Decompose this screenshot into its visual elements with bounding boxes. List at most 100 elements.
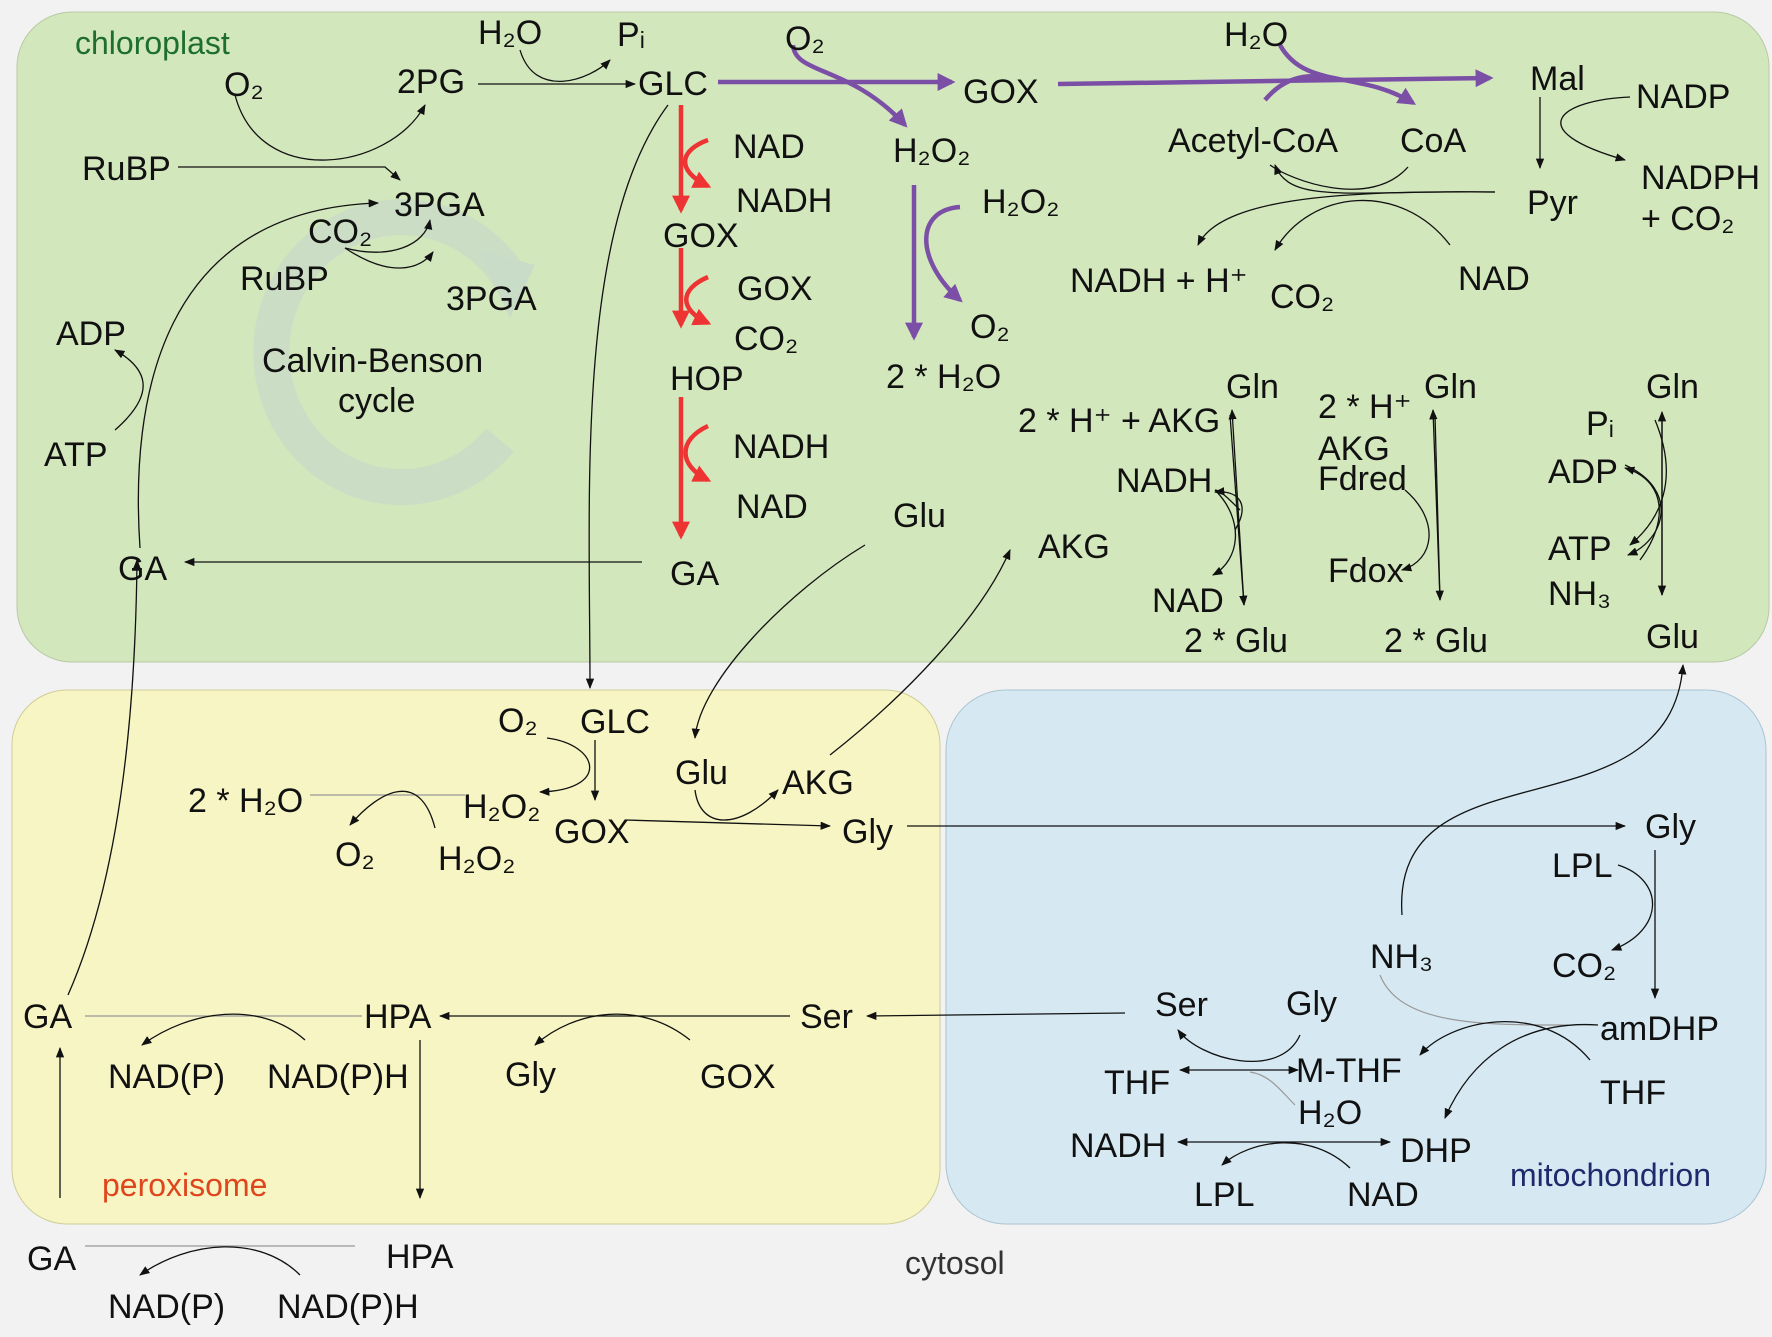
arrow-gox-gly-px (624, 819, 832, 830)
arrow-amdhp-dhp (1444, 1023, 1599, 1119)
label-thf-mt1: THF (1104, 1064, 1170, 1102)
label-h2o2-px2: H₂O₂ (438, 840, 515, 878)
arrow-nad-lpl (1221, 1142, 1351, 1169)
label-gly-px: Gly (842, 813, 893, 851)
label-h2o2-p1: H₂O₂ (893, 132, 970, 170)
label-gox-r: GOX (663, 217, 739, 255)
label-dhp: DHP (1400, 1132, 1472, 1170)
label-nadp-px: NAD(P) (108, 1058, 225, 1096)
label-amdhp: amDHP (1600, 1010, 1719, 1048)
label-gox-px2: GOX (700, 1058, 776, 1096)
arrow-akg-import (829, 549, 1011, 756)
label-gox-px: GOX (554, 813, 630, 851)
arrow-nad-co2 (1274, 199, 1451, 251)
label-h2o-top: H₂O (478, 14, 542, 52)
label-h2o-px: 2 * H₂O (188, 782, 303, 820)
arrow-h2o2-o2-px (349, 790, 436, 829)
arrow-ser-export (865, 1011, 1126, 1021)
label-lpl-mt2: LPL (1194, 1176, 1255, 1214)
label-o2-rubp: O₂ (224, 66, 264, 104)
red-side-2 (684, 274, 712, 326)
label-co2-calvin: CO₂ (308, 213, 372, 251)
label-mal: Mal (1530, 60, 1585, 98)
arrow-o2-h2o2-px (538, 737, 591, 796)
label-o2-px2: O₂ (335, 836, 375, 874)
arrow-nh3-gs (1401, 663, 1687, 916)
label-ga-cy: GA (27, 1240, 76, 1278)
cytosol-label: cytosol (905, 1245, 1005, 1281)
label-calvin-2: cycle (338, 382, 415, 420)
arrow-co2-3pga (344, 247, 434, 269)
label-hpa-px: HPA (364, 998, 432, 1036)
arrow-cy-nadph-nadp (139, 1246, 301, 1276)
label-gog1-h: 2 * H⁺ + AKG (1018, 402, 1220, 440)
purple-o2-h2o2 (790, 44, 908, 128)
label-3pga2: 3PGA (446, 280, 537, 318)
label-acetylcoa: Acetyl-CoA (1168, 122, 1338, 160)
calvin-cycle-arrowhead (478, 250, 535, 318)
label-ga-cp-left: GA (118, 550, 167, 588)
arrow-pyr-nadh (1197, 191, 1496, 246)
label-co2-mt: CO₂ (1552, 947, 1616, 985)
label-3pga1: 3PGA (394, 186, 485, 224)
label-adp-cp: ADP (56, 315, 126, 353)
label-gog1-gln: Gln (1226, 368, 1279, 406)
purple-h2o-coa (1278, 43, 1417, 105)
label-rubp2: RuBP (240, 260, 329, 298)
label-gly-px2: Gly (505, 1056, 556, 1094)
arrow-h2o-pi (519, 49, 611, 82)
label-mthf: M-THF (1296, 1052, 1402, 1090)
label-gog2-fdred: Fdred (1318, 460, 1407, 498)
label-nadp-cy: NAD(P) (108, 1288, 225, 1326)
peroxisome-label: peroxisome (102, 1167, 267, 1203)
chloroplast-box (16, 11, 1770, 663)
label-nad-r2: NAD (736, 488, 808, 526)
label-nadph-co2-2: + CO₂ (1641, 200, 1735, 238)
purple-gox-mal (1057, 69, 1494, 88)
label-nadph-cy: NAD(P)H (277, 1288, 419, 1326)
label-gs-adp: ADP (1548, 453, 1618, 491)
label-thf-mt2: THF (1600, 1074, 1666, 1112)
arrow-gog1-nadh2 (1213, 487, 1243, 531)
arrow-atp-adp (114, 349, 144, 431)
arrow-coa-nadh (1269, 164, 1409, 190)
label-gs-nh3: NH₃ (1548, 575, 1611, 613)
label-ga-cp-mid: GA (670, 555, 719, 593)
arrow-o2-2pg (234, 94, 426, 161)
label-o2-top: O₂ (785, 20, 825, 58)
label-nadh-mt: NADH (1070, 1127, 1166, 1165)
label-gox-r2: GOX (737, 270, 813, 308)
label-calvin-1: Calvin-Benson (262, 342, 483, 380)
label-gog2-akg: AKG (1318, 430, 1390, 468)
label-rubp1: RuBP (82, 150, 171, 188)
label-nadph-co2-1: NADPH (1641, 159, 1760, 197)
label-gox-cp-top: GOX (963, 73, 1039, 111)
label-h2o-mt: H₂O (1298, 1094, 1362, 1132)
label-gog2-fdox: Fdox (1328, 552, 1404, 590)
label-h2o-p: 2 * H₂O (886, 358, 1001, 396)
label-glu-cp: Glu (893, 497, 946, 535)
label-hop: HOP (670, 360, 744, 398)
label-gog1-nadh: NADH (1116, 462, 1212, 500)
label-h2o2-px1: H₂O₂ (463, 788, 540, 826)
arrow-thf-mthf (1419, 1021, 1591, 1061)
label-gog2-glu: 2 * Glu (1384, 622, 1488, 660)
label-2pg: 2PG (397, 63, 465, 101)
label-gog2-h: 2 * H⁺ (1318, 388, 1412, 426)
label-glu-px: Glu (675, 754, 728, 792)
label-nad-r1: NAD (733, 128, 805, 166)
label-h2o2-p2: H₂O₂ (982, 183, 1059, 221)
label-glc-cp: GLC (638, 65, 708, 103)
red-side-1 (682, 137, 712, 189)
label-nh3-mt: NH₃ (1370, 938, 1433, 976)
label-atp-cp: ATP (44, 436, 108, 474)
label-nadh-h: NADH + H⁺ (1070, 262, 1248, 300)
arrow-nadph-nadp-px (141, 1013, 306, 1046)
label-akg-cp: AKG (1038, 528, 1110, 566)
arrow-h2o-mthf (1249, 1071, 1296, 1106)
label-nadh-r2: NADH (733, 428, 829, 466)
label-ser-mt: Ser (1155, 986, 1208, 1024)
label-co2-r: CO₂ (734, 320, 798, 358)
label-nadh-r1: NADH (736, 182, 832, 220)
